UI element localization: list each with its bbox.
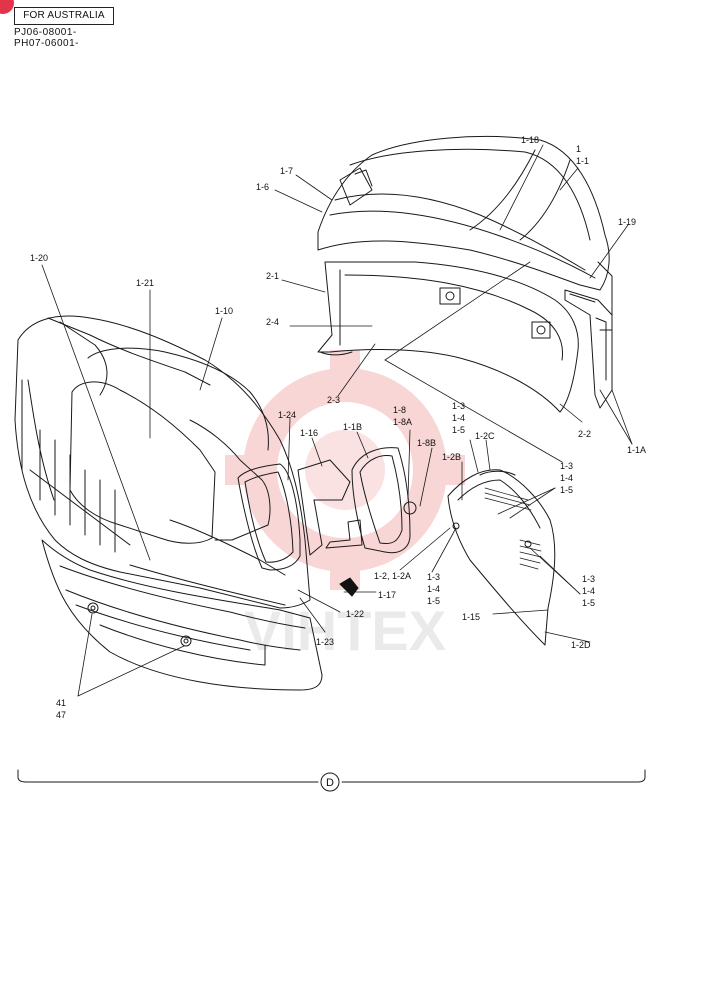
callout-1-8: 1-8	[393, 405, 406, 415]
callout-1-5-upper: 1-5	[452, 425, 465, 435]
callout-41: 41	[56, 698, 66, 708]
section-boundary	[17, 769, 646, 792]
market-label: FOR AUSTRALIA	[14, 7, 114, 25]
serial-range-1: PJ06-08001-	[14, 27, 77, 38]
callout-1-5-lower: 1-5	[427, 596, 440, 606]
window-seal-1-24	[237, 463, 301, 571]
callout-1-4-far: 1-4	[582, 586, 595, 596]
callout-1-1: 1-1	[576, 156, 589, 166]
side-trim-panel	[564, 289, 613, 409]
callout-2-4: 2-4	[266, 317, 279, 327]
callout-1-2B: 1-2B	[442, 452, 461, 462]
callout-2-1: 2-1	[266, 271, 279, 281]
callout-1: 1	[576, 144, 581, 154]
callout-1-3-lower: 1-3	[427, 572, 440, 582]
callout-1-2-1-2A: 1-2, 1-2A	[374, 571, 411, 581]
callout-1-20: 1-20	[30, 253, 48, 263]
seal-strip-1-16	[297, 459, 363, 556]
callout-1-1B: 1-1B	[343, 422, 362, 432]
callout-1-19: 1-19	[618, 217, 636, 227]
callout-1-5-right: 1-5	[560, 485, 573, 495]
callout-1-17: 1-17	[378, 590, 396, 600]
watermark-text: VIHTEX	[244, 599, 446, 662]
inner-cowl-panel	[317, 261, 579, 413]
watermark: VIHTEX	[225, 350, 465, 662]
callout-1-24: 1-24	[278, 410, 296, 420]
leader-lines	[41, 144, 633, 697]
side-louver-panel	[447, 469, 556, 646]
callout-1-1A: 1-1A	[627, 445, 646, 455]
callout-1-2D: 1-2D	[571, 640, 591, 650]
callout-1-16: 1-16	[300, 428, 318, 438]
front-lower-cowl	[14, 315, 311, 609]
callout-1-6: 1-6	[256, 182, 269, 192]
lower-front-rail	[41, 539, 323, 691]
callout-1-5-far: 1-5	[582, 598, 595, 608]
callout-1-3-upper: 1-3	[452, 401, 465, 411]
callout-2-3: 2-3	[327, 395, 340, 405]
top-cowl-upper	[317, 136, 613, 331]
section-marker: D	[326, 777, 334, 789]
callout-1-22: 1-22	[346, 609, 364, 619]
callout-1-21: 1-21	[136, 278, 154, 288]
callout-1-7: 1-7	[280, 166, 293, 176]
callout-1-4-upper: 1-4	[452, 413, 465, 423]
callout-47: 47	[56, 710, 66, 720]
callout-1-8B: 1-8B	[417, 438, 436, 448]
callout-1-3-right: 1-3	[560, 461, 573, 471]
corner-tab-mark	[0, 0, 14, 14]
lens-1-1B	[351, 447, 417, 554]
callout-2-2: 2-2	[578, 429, 591, 439]
callout-1-10: 1-10	[215, 306, 233, 316]
callout-1-4-lower: 1-4	[427, 584, 440, 594]
callout-1-3-far: 1-3	[582, 574, 595, 584]
callout-1-23: 1-23	[316, 637, 334, 647]
callout-1-4-right: 1-4	[560, 473, 573, 483]
callout-labels: 1-18 1 1-1 1-7 1-6 1-19 1-20 2-1 1-21 1-…	[30, 135, 646, 720]
callout-1-2C: 1-2C	[475, 431, 495, 441]
serial-range-2: PH07-06001-	[14, 38, 79, 49]
callout-1-18: 1-18	[521, 135, 539, 145]
callout-1-15: 1-15	[462, 612, 480, 622]
callout-1-8A: 1-8A	[393, 417, 412, 427]
